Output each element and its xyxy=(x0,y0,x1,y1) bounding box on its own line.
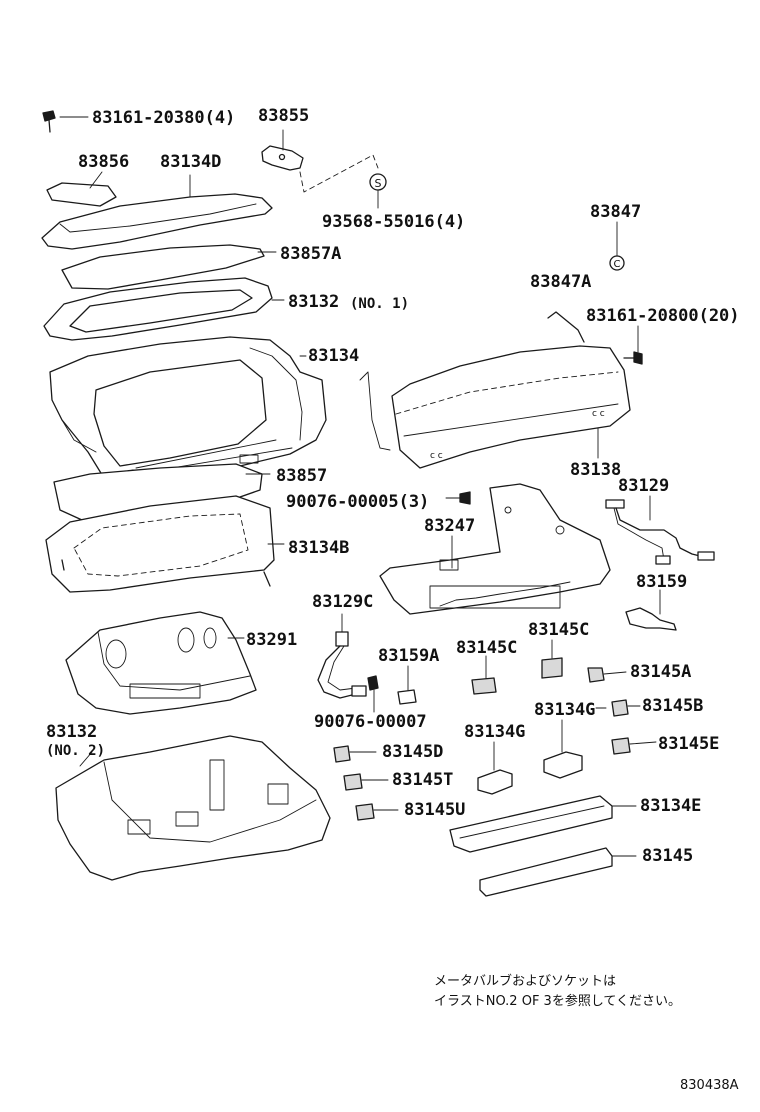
label-83129: 83129 xyxy=(618,476,670,496)
case-83291 xyxy=(65,611,257,715)
label-83159A: 83159A xyxy=(378,646,440,666)
svg-text:c c: c c xyxy=(592,409,605,419)
box-83134G xyxy=(477,707,607,795)
label-83145: 83145 xyxy=(642,846,694,866)
case-83132-no2 xyxy=(55,735,331,881)
label-83134G-right: 83134G xyxy=(534,700,596,720)
label-83132-no1: 83132 xyxy=(288,292,340,312)
label-83145C-right: 83145C xyxy=(528,620,590,640)
label-83134G-left: 83134G xyxy=(464,722,526,742)
label-83132-no2-note: (NO. 2) xyxy=(46,743,106,759)
label-83857A: 83857A xyxy=(280,244,342,264)
label-83247: 83247 xyxy=(424,516,476,536)
bulb-83847: C xyxy=(609,221,625,271)
label-83145D: 83145D xyxy=(382,742,444,762)
screw-90076-00007 xyxy=(367,675,379,713)
screw-83161-20800 xyxy=(623,325,643,365)
label-83132-no2: 83132 xyxy=(46,722,98,742)
screw-mark-93568: S xyxy=(369,173,387,209)
panel-83857A xyxy=(61,244,277,290)
label-83145T: 83145T xyxy=(392,770,454,790)
bracket-83855 xyxy=(261,129,379,193)
board-83247 xyxy=(379,483,611,615)
socket-83159 xyxy=(625,589,677,631)
socket-83159A xyxy=(397,665,417,705)
svg-text:c c: c c xyxy=(430,451,443,461)
pads-83145DTU xyxy=(333,745,399,821)
screw-90076-00005 xyxy=(445,491,471,505)
label-83138: 83138 xyxy=(570,460,622,480)
label-90076-00005: 90076-00005(3) xyxy=(286,492,430,512)
label-93568-55016: 93568-55016(4) xyxy=(322,212,466,232)
pad-83145C xyxy=(471,639,563,695)
hood-83134 xyxy=(49,336,327,489)
label-83855: 83855 xyxy=(258,106,310,126)
note-line-2: イラストNO.2 OF 3を参照してください。 xyxy=(434,994,682,1009)
strip-83145 xyxy=(479,847,637,897)
label-83134D: 83134D xyxy=(160,152,222,172)
label-83145U: 83145U xyxy=(404,800,466,820)
label-83161-20800: 83161-20800(20) xyxy=(586,306,740,326)
label-83159: 83159 xyxy=(636,572,688,592)
label-83129C: 83129C xyxy=(312,592,374,612)
label-83134E: 83134E xyxy=(640,796,702,816)
label-83145B: 83145B xyxy=(642,696,704,716)
label-83132-no1-note: (NO. 1) xyxy=(350,296,410,312)
label-83145E: 83145E xyxy=(658,734,720,754)
ledbar-83134E xyxy=(449,795,637,853)
label-83856: 83856 xyxy=(78,152,130,172)
label-83145A: 83145A xyxy=(630,662,692,682)
label-83145C-left: 83145C xyxy=(456,638,518,658)
screw-83161-20380 xyxy=(42,110,89,133)
frame-83132-no1 xyxy=(43,277,285,341)
harness-83129 xyxy=(605,495,715,565)
harness-83129C xyxy=(317,613,367,699)
label-83847A: 83847A xyxy=(530,272,592,292)
label-83847: 83847 xyxy=(590,202,642,222)
svg-text:S: S xyxy=(375,177,382,190)
cover-83134D xyxy=(41,171,273,250)
housing-83138: c c c c xyxy=(359,311,631,469)
label-83161-20380: 83161-20380(4) xyxy=(92,108,236,128)
plate-83134B xyxy=(45,495,285,593)
pads-83145ABE xyxy=(587,667,657,755)
label-83857: 83857 xyxy=(276,466,328,486)
glass-83857 xyxy=(53,463,271,521)
label-83134: 83134 xyxy=(308,346,360,366)
label-83291: 83291 xyxy=(246,630,298,650)
note-line-1: メータバルブおよびソケットは xyxy=(434,974,617,989)
figure-number: 830438A xyxy=(680,1078,739,1093)
label-90076-00007: 90076-00007 xyxy=(314,712,427,732)
svg-text:C: C xyxy=(614,259,621,270)
label-83134B: 83134B xyxy=(288,538,350,558)
